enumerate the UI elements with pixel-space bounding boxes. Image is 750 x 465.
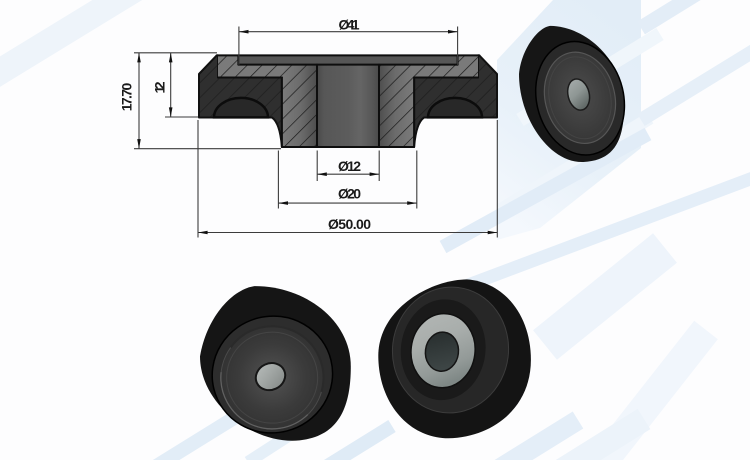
svg-text:Ø50.00: Ø50.00 [328, 216, 371, 232]
svg-text:12: 12 [152, 81, 168, 93]
svg-text:Ø12: Ø12 [338, 158, 361, 174]
svg-text:Ø20: Ø20 [338, 186, 361, 202]
svg-text:Ø41: Ø41 [339, 17, 360, 33]
svg-text:17.70: 17.70 [119, 83, 135, 112]
